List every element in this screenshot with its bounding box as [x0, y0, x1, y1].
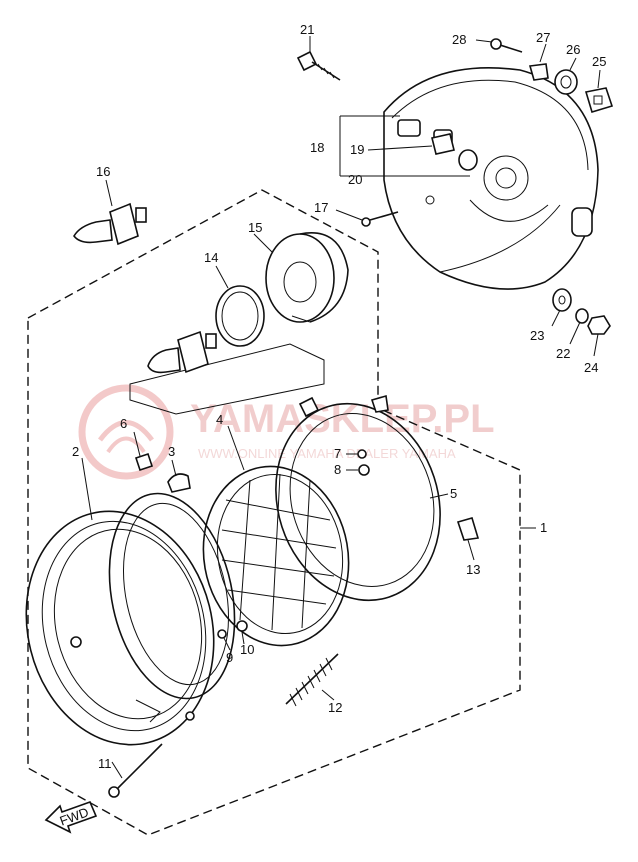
screw-6: [134, 452, 154, 472]
part-label-1: 1: [540, 520, 547, 535]
part-labels: 21 28 27 26 25 18 19 20 17 16 15 14 23 2…: [72, 22, 606, 771]
bolt-21: [296, 50, 341, 81]
collar-27: [528, 63, 549, 81]
grommet-26: [554, 69, 578, 95]
washer-23: [552, 288, 572, 312]
grommet-19: [431, 133, 455, 155]
part-label-16: 16: [96, 164, 110, 179]
part-label-8: 8: [334, 462, 341, 477]
dust-cover-15: [265, 232, 349, 323]
nut-8: [358, 464, 370, 476]
part-label-22: 22: [556, 346, 570, 361]
screw-17: [361, 211, 399, 227]
rim-2: [25, 510, 215, 746]
part-label-19: 19: [350, 142, 364, 157]
bracket-3: [167, 473, 191, 493]
part-label-18: 18: [310, 140, 324, 155]
part-label-4: 4: [216, 412, 223, 427]
part-label-21: 21: [300, 22, 314, 37]
leader-lines: [81, 36, 601, 779]
nut-24: [587, 315, 611, 335]
part-label-17: 17: [314, 200, 328, 215]
part-label-3: 3: [168, 444, 175, 459]
mounting-ring: [108, 492, 236, 700]
part-label-23: 23: [530, 328, 544, 343]
part-label-24: 24: [584, 360, 598, 375]
rim-5: [275, 394, 441, 602]
part-label-15: 15: [248, 220, 262, 235]
nut-10: [236, 620, 248, 632]
screw-9: [217, 629, 227, 639]
part-label-28: 28: [452, 32, 466, 47]
part-label-10: 10: [240, 642, 254, 657]
forward-arrow-label: FWD: [58, 804, 91, 828]
part-label-9: 9: [226, 650, 233, 665]
nut-25: [584, 87, 614, 113]
bulb-16: [73, 202, 147, 246]
lens-unit-4: [202, 465, 350, 647]
part-label-13: 13: [466, 562, 480, 577]
assembly-outline: [27, 189, 521, 836]
part-label-5: 5: [450, 486, 457, 501]
halogen-bulb: [147, 330, 217, 374]
spring-clip-13: [456, 517, 480, 541]
part-label-27: 27: [536, 30, 550, 45]
spring-12: [285, 653, 339, 707]
yamaha-logo-icon: [78, 384, 174, 480]
part-label-7: 7: [334, 446, 341, 461]
part-label-11: 11: [98, 756, 112, 771]
part-label-6: 6: [120, 416, 127, 431]
screw-28: [490, 38, 523, 53]
headlight-housing: [383, 67, 599, 290]
bulb-subassembly-outline: [129, 343, 325, 415]
part-label-26: 26: [566, 42, 580, 57]
part-label-12: 12: [328, 700, 342, 715]
washer-20: [458, 149, 478, 171]
washer-22: [575, 308, 589, 324]
ring-14: [215, 285, 265, 347]
watermark-sub-text: WWW.ONLINE YAMAHA DEALER YAMAHA: [198, 446, 456, 461]
screw-11: [108, 743, 163, 798]
screw-7: [357, 449, 367, 459]
part-label-20: 20: [348, 172, 362, 187]
part-label-25: 25: [592, 54, 606, 69]
part-label-14: 14: [204, 250, 218, 265]
forward-arrow-icon: FWD: [44, 800, 98, 834]
part-label-2: 2: [72, 444, 79, 459]
